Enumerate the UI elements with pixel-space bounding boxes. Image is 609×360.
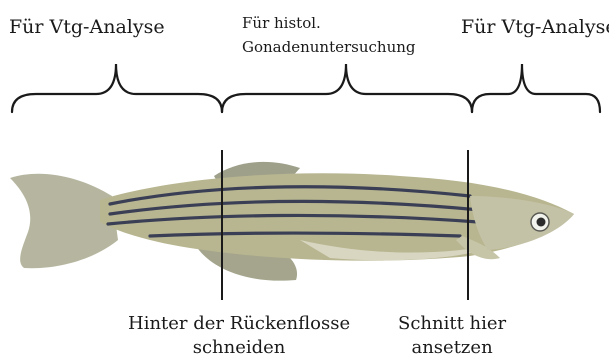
brace-right [472, 64, 600, 112]
brace-middle [222, 64, 472, 112]
label-cut-behind-dorsal-line2: schneiden [128, 336, 350, 360]
fish-pupil [537, 218, 546, 227]
label-cut-here: Schnitt hier ansetzen [398, 312, 506, 360]
section-braces [12, 64, 600, 112]
label-cut-behind-dorsal: Hinter der Rückenflosse schneiden [128, 312, 350, 360]
brace-left [12, 64, 222, 112]
label-cut-here-line2: ansetzen [398, 336, 506, 360]
label-cut-behind-dorsal-line1: Hinter der Rückenflosse [128, 312, 350, 336]
fish-head [470, 196, 574, 250]
label-cut-here-line1: Schnitt hier [398, 312, 506, 336]
zebrafish-illustration [10, 162, 574, 281]
